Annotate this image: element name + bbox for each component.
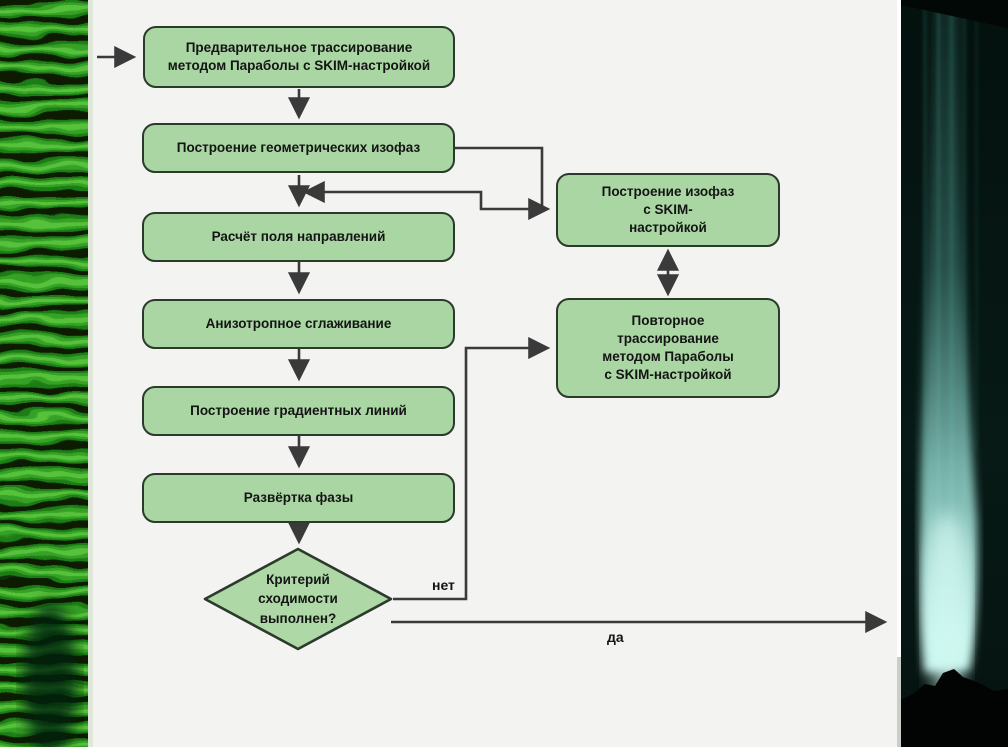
flow-box-geometric-isophases: Построение геометрических изофаз — [142, 123, 455, 173]
flow-box-direction-field: Расчёт поля направлений — [142, 212, 455, 262]
flow-box-isophases-skim: Построение изофаз с SKIM- настройкой — [556, 173, 780, 247]
flow-box-preliminary-tracing: Предварительное трассирование методом Па… — [143, 26, 455, 88]
flow-box-anisotropic-smoothing: Анизотропное сглаживание — [142, 299, 455, 349]
edge-label-no: нет — [432, 577, 455, 593]
flow-box-phase-unwrapping: Развёртка фазы — [142, 473, 455, 523]
edge-label-yes: да — [607, 629, 624, 645]
decision-convergence-label: Критерий сходимости выполнен? — [258, 571, 338, 626]
interferogram-image — [0, 0, 93, 747]
phase-result-image — [897, 0, 1008, 747]
flow-box-gradient-lines: Построение градиентных линий — [142, 386, 455, 436]
flow-box-repeat-tracing: Повторное трассирование методом Параболы… — [556, 298, 780, 398]
